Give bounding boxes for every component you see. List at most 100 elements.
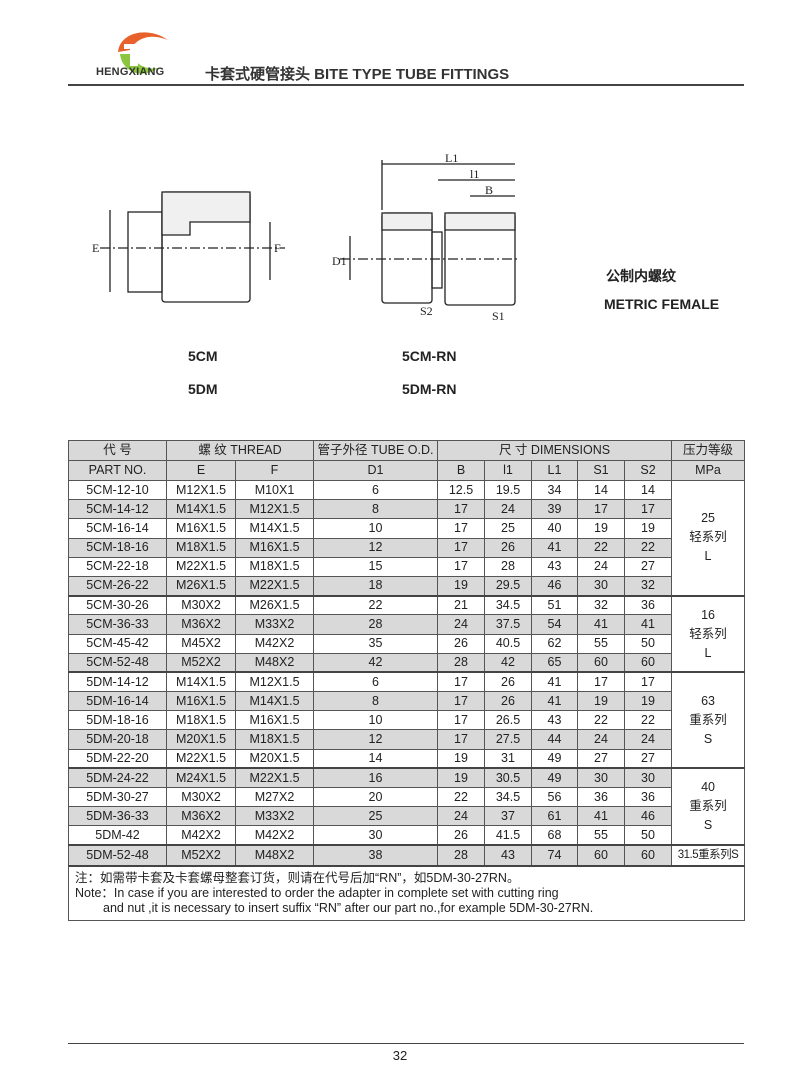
subheader-cell: MPa [671,460,746,481]
table-cell: M18X1.5 [235,556,314,577]
subheader-cell: S1 [577,460,625,481]
table-cell: 5CM-16-14 [68,518,167,539]
table-cell: M33X2 [235,614,314,635]
pressure-code: L [704,549,712,564]
table-cell: 26 [437,825,485,846]
svg-text:E: E [92,241,99,255]
table-cell: 17 [437,729,485,750]
table-cell: 27 [623,748,673,769]
table-cell: 43 [484,844,532,867]
table-cell: 49 [531,748,578,769]
table-cell: 42 [313,652,438,673]
table-cell: M12X1.5 [235,499,314,520]
table-cell: M16X1.5 [235,537,314,558]
table-cell: 17 [437,556,485,577]
table-cell: M22X1.5 [235,767,314,789]
table-cell: 21 [437,594,485,616]
table-cell: 40.5 [484,633,532,654]
table-cell: 28 [437,652,485,673]
table-cell: M36X2 [166,806,236,827]
table-cell: M14X1.5 [166,671,236,693]
table-cell: 20 [313,786,438,808]
table-cell: 8 [313,691,438,712]
table-cell: 27.5 [484,729,532,750]
table-cell: 8 [313,499,438,520]
table-cell: 41 [577,806,625,827]
table-cell: M45X2 [166,633,236,654]
table-cell: 32 [577,594,625,616]
table-cell: 26 [484,537,532,558]
table-cell: 22 [577,710,625,731]
table-cell: M14X1.5 [166,499,236,520]
subheader-cell: l1 [484,460,532,481]
table-cell: 5CM-14-12 [68,499,167,520]
table-cell: 22 [623,537,673,558]
table-cell: 18 [313,575,438,597]
table-cell: 36 [623,786,673,808]
table-cell: 60 [623,652,673,673]
table-cell: 19.5 [484,479,532,501]
table-cell: M16X1.5 [166,691,236,712]
table-cell: 30.5 [484,767,532,789]
table-cell: 5DM-14-12 [68,671,167,693]
pressure-series: 重系列 [689,799,727,814]
header-part: 代 号 [68,440,167,461]
table-cell: M18X1.5 [235,729,314,750]
svg-text:D1: D1 [332,254,347,268]
table-cell: 17 [437,710,485,731]
table-cell: 26 [437,633,485,654]
pressure-code: S [703,818,713,833]
table-cell: 19 [623,518,673,539]
table-cell: M14X1.5 [235,518,314,539]
table-cell: 5CM-12-10 [68,479,167,501]
subheader-cell: E [166,460,236,481]
table-cell: 27 [577,748,625,769]
table-cell: 17 [623,671,673,693]
table-cell: M10X1 [235,479,314,501]
table-cell: 22 [623,710,673,731]
table-cell: M18X1.5 [166,710,236,731]
table-cell: 54 [531,614,578,635]
subheader-cell: F [235,460,314,481]
table-cell: 36 [623,594,673,616]
table-cell: 5CM-18-16 [68,537,167,558]
table-cell: 24 [577,729,625,750]
table-cell: M52X2 [166,652,236,673]
table-cell: 51 [531,594,578,616]
table-cell: M42X2 [235,633,314,654]
table-cell: 30 [623,767,673,789]
pressure-pressure: 63 [701,693,715,708]
table-cell: 24 [484,499,532,520]
table-cell: 41 [531,691,578,712]
table-cell: 55 [577,825,625,846]
table-cell: 17 [577,671,625,693]
table-cell: 5DM-18-16 [68,710,167,731]
table-cell: M12X1.5 [235,671,314,693]
table-cell: 41.5 [484,825,532,846]
header-pressure: 压力等级 [671,440,746,461]
table-cell: 28 [313,614,438,635]
table-cell: 17 [437,671,485,693]
table-cell: 29.5 [484,575,532,597]
table-cell: 32 [623,575,673,597]
table-cell: 68 [531,825,578,846]
subheader-cell: D1 [313,460,438,481]
note-line: Note：In case if you are interested to or… [75,886,559,901]
table-cell: 25 [484,518,532,539]
table-cell: 65 [531,652,578,673]
table-cell: M30X2 [166,594,236,616]
table-cell: M33X2 [235,806,314,827]
table-cell: 5DM-16-14 [68,691,167,712]
table-cell: 14 [577,479,625,501]
